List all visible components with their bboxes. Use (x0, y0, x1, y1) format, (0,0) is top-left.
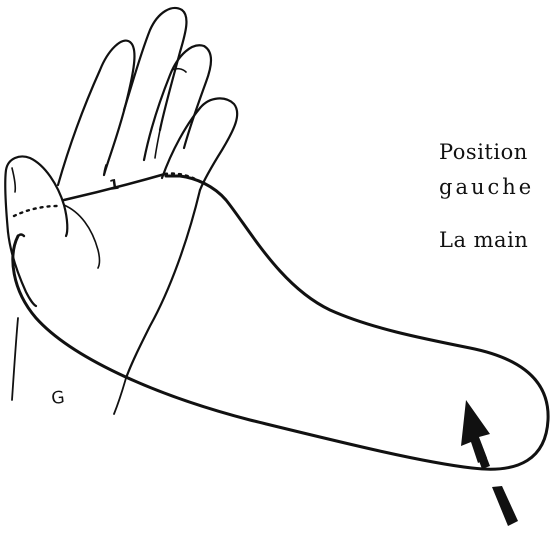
finger-mark-label: 1 (108, 177, 120, 194)
thumbnail-line (12, 168, 15, 192)
thumb-dotted-crease (14, 206, 58, 216)
palm-right-edge (126, 190, 200, 378)
caption-line-3: La main (439, 228, 528, 252)
thumb-outline (5, 157, 67, 237)
caption-line-2: gauche (439, 175, 534, 199)
palm-crease-middle (155, 130, 160, 158)
hand-side-label: G (50, 388, 65, 409)
index-finger-outline (58, 41, 134, 185)
palm-crease-thumb (64, 205, 100, 268)
arrow-tail-segment (492, 486, 518, 526)
wrist-line-right (114, 378, 126, 414)
wrist-line-left (12, 318, 18, 400)
arrow-head-icon (461, 400, 490, 463)
motion-loop-left-tail (18, 235, 24, 237)
caption-line-1: Position (439, 140, 528, 164)
